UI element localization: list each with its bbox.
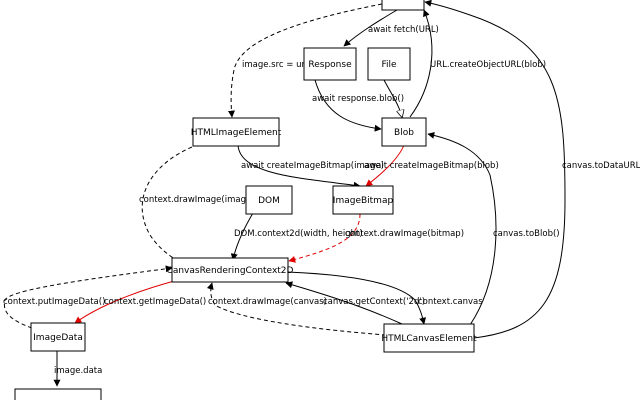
label-dom-context2d: DOM.context2d(width, height) <box>234 229 363 239</box>
label-create-object-url: URL.createObjectURL(blob) <box>430 60 546 70</box>
edge-labels: await fetch(URL) image.src = url URL.cre… <box>3 25 640 376</box>
edge-html-image-element-to-image-bitmap <box>237 144 361 189</box>
label-context-canvas: context.canvas <box>418 297 483 307</box>
node-image-bitmap-label: ImageBitmap <box>333 196 394 206</box>
node-html-canvas-element-label: HTMLCanvasElement <box>381 334 477 344</box>
edge-url-to-response <box>343 9 398 47</box>
edge-canvas-to-url <box>424 0 566 339</box>
node-file-label: File <box>381 60 397 70</box>
label-context-draw-image-bitmap: context.drawImage(bitmap) <box>345 229 464 239</box>
label-context-put-image-data: context.putImageData() <box>3 297 105 307</box>
node-uint8-array[interactable] <box>14 388 102 400</box>
node-response-label: Response <box>308 60 352 70</box>
edge-context-to-image-data <box>74 279 179 324</box>
node-response[interactable]: Response <box>303 47 357 81</box>
edge-image-bitmap-to-context <box>288 213 361 263</box>
node-blob[interactable]: Blob <box>381 117 427 147</box>
node-image-data[interactable]: ImageData <box>30 322 86 352</box>
node-image-bitmap[interactable]: ImageBitmap <box>332 185 394 215</box>
label-canvas-get-context: canvas.getContext('2d') <box>323 297 425 307</box>
edge-canvas-to-blob <box>427 131 497 326</box>
node-canvas-rendering-context[interactable]: CanvasRenderingContext2D <box>167 257 294 283</box>
node-html-image-element-label: HTMLImageElement <box>191 128 282 138</box>
label-await-fetch: await fetch(URL) <box>368 25 439 35</box>
node-url[interactable] <box>381 0 425 11</box>
node-file[interactable]: File <box>367 47 411 81</box>
label-context-draw-image-canvas: context.drawImage(canvas) <box>208 297 327 307</box>
label-context-get-image-data: context.getImageData() <box>104 297 206 307</box>
edge-canvas-get-context <box>285 281 403 325</box>
node-image-data-label: ImageData <box>33 333 83 343</box>
node-html-image-element[interactable]: HTMLImageElement <box>191 117 282 147</box>
label-await-create-bitmap-blob: await createImageBitmap(blob) <box>364 161 499 171</box>
edges <box>3 0 566 387</box>
edge-blob-to-url <box>409 9 433 118</box>
label-image-data-data: image.data <box>54 366 102 376</box>
node-dom[interactable]: DOM <box>245 185 293 215</box>
node-dom-label: DOM <box>258 196 280 206</box>
nodes: Response File HTMLImageElement Blob DOM … <box>14 0 477 400</box>
label-context-draw-image-image: context.drawImage(image) <box>139 195 255 205</box>
label-image-src: image.src = url <box>242 60 307 70</box>
edge-dom-to-context <box>230 212 254 261</box>
label-canvas-to-blob: canvas.toBlob() <box>493 229 560 239</box>
label-await-response-blob: await response.blob() <box>312 94 404 104</box>
node-html-canvas-element[interactable]: HTMLCanvasElement <box>381 323 477 353</box>
label-await-create-bitmap-image: await createImageBitmap(image) <box>241 161 384 171</box>
edge-image-data-to-context <box>3 265 173 329</box>
edge-blob-to-image-bitmap <box>365 144 405 187</box>
edge-html-image-element-to-context <box>141 146 193 265</box>
edge-canvas-to-context-draw <box>206 282 387 336</box>
edge-url-to-html-image-element <box>227 3 383 118</box>
edge-response-to-blob <box>314 79 382 132</box>
node-blob-label: Blob <box>394 128 414 138</box>
node-canvas-rendering-context-label: CanvasRenderingContext2D <box>167 266 294 276</box>
edge-file-to-blob <box>383 79 402 117</box>
edge-context-to-canvas <box>286 271 427 325</box>
label-canvas-to-data-url: canvas.toDataURL() <box>562 161 640 171</box>
